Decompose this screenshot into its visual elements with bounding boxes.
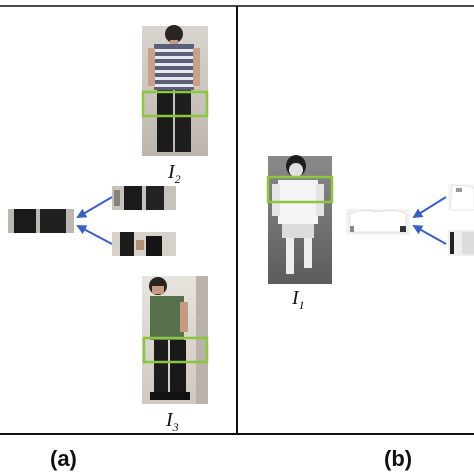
image-label-i1: I1 [291,287,305,312]
image-label-i2: I2 [167,161,181,186]
combined-crop-a [8,209,74,233]
person-image-i2 [141,25,209,156]
panel-label-b: (b) [384,446,412,471]
panel-label-a: (a) [50,446,77,471]
arrow-bottom-a [76,225,113,245]
crop-top-a [112,186,176,210]
crop-top-b [448,184,474,211]
combined-crop-b [346,209,410,235]
person-image-i3 [142,276,209,404]
person-image-i1 [266,155,334,284]
panel-a: I2 [8,25,209,434]
highlight-box-i2 [141,90,209,118]
arrow-bottom-b [412,225,447,245]
crop-bottom-b [448,230,474,256]
arrow-top-b [412,196,447,219]
panel-b: I1 [266,155,474,312]
image-label-i3: I3 [165,409,179,434]
crop-bottom-a [112,232,176,256]
highlight-box-i3 [142,336,209,364]
highlight-box-i1 [266,175,334,204]
arrow-top-a [76,196,113,219]
